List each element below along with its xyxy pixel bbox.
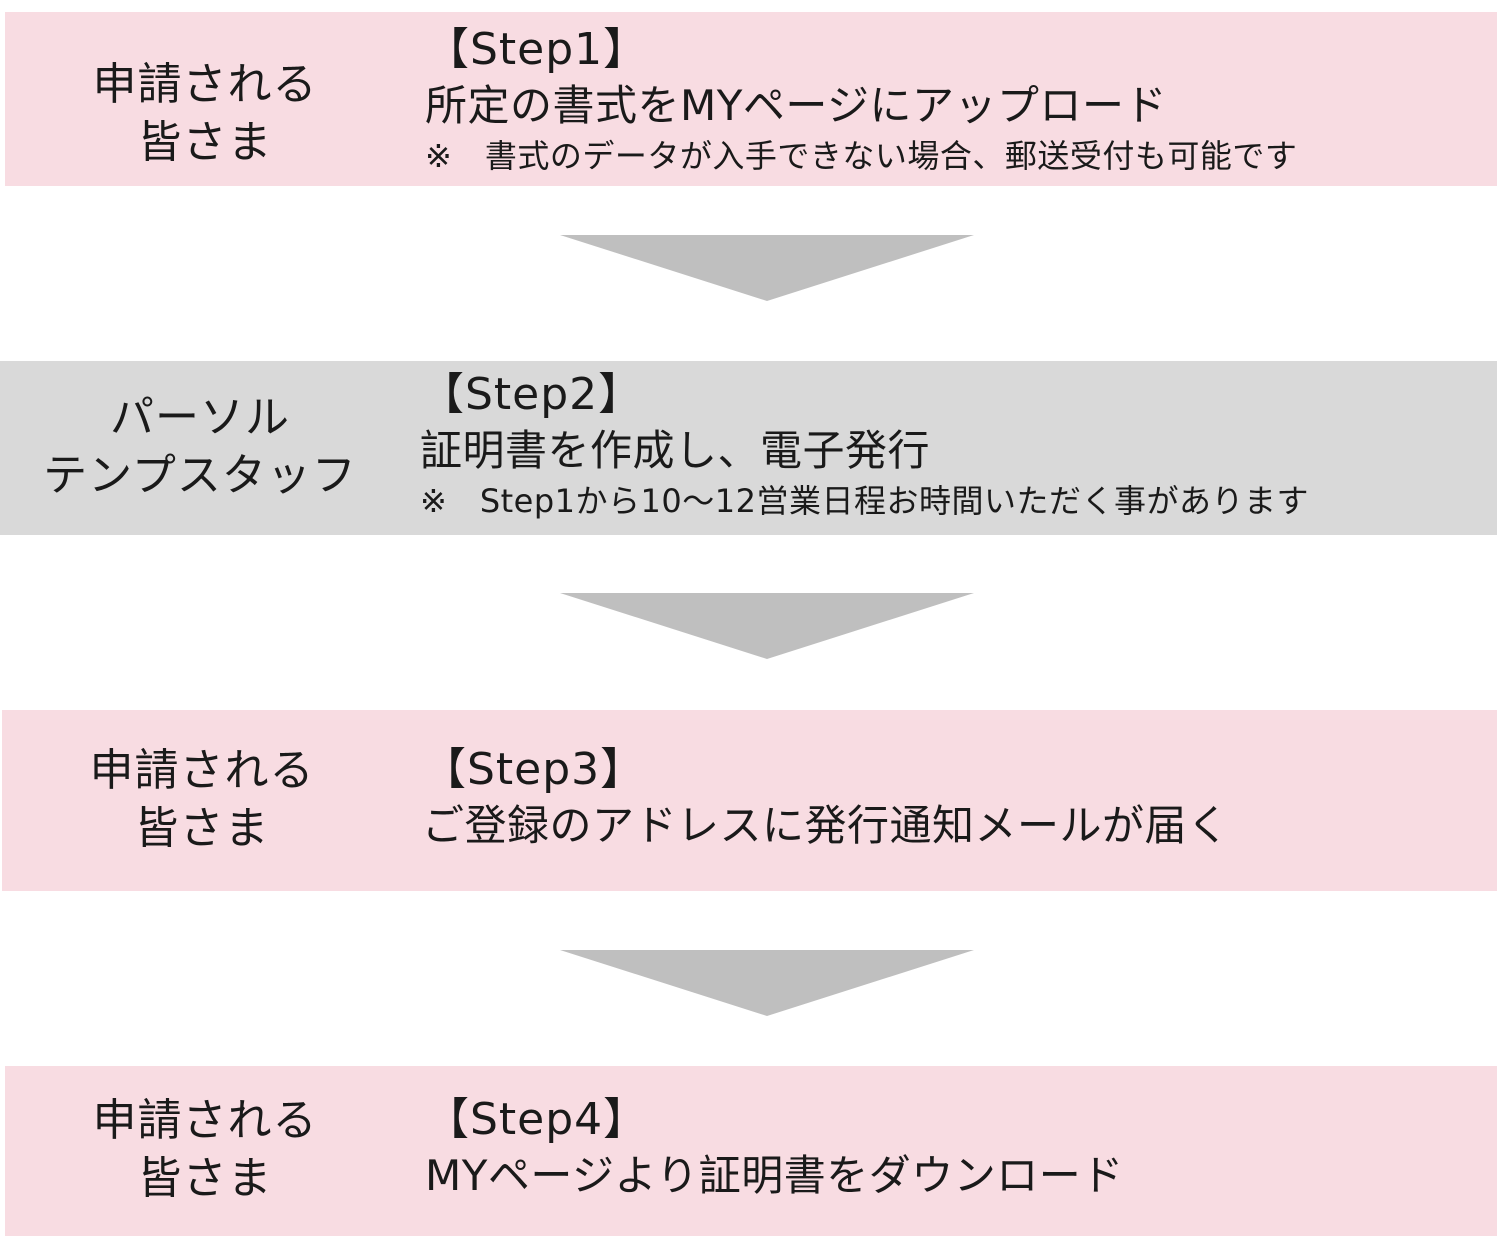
step-1-actor-line-2: 皆さま: [137, 117, 273, 168]
step-1-note: ※ 書式のデータが入手できない場合、郵送受付も可能です: [425, 137, 1298, 175]
step-1-actor: 申請される 皆さま: [5, 56, 405, 172]
step-4-actor-line-2: 皆さま: [137, 1153, 273, 1204]
step-1-label: 【Step1】: [425, 24, 649, 75]
down-arrow-icon: [560, 235, 974, 301]
step-2-actor: パーソル テンプスタッフ: [0, 389, 400, 505]
step-2-content: 【Step2】 証明書を作成し、電子発行 ※ Step1から10～12営業日程お…: [420, 367, 1309, 523]
step-4-actor: 申請される 皆さま: [5, 1092, 405, 1208]
step-2-actor-line-2: テンプスタッフ: [43, 450, 357, 501]
step-3-content: 【Step3】 ご登録のアドレスに発行通知メールが届く: [422, 742, 1230, 854]
step-2-label: 【Step2】: [420, 369, 644, 420]
step-3-actor-line-1: 申請される: [89, 745, 315, 796]
step-4-actor-line-1: 申請される: [92, 1095, 318, 1146]
step-4-label: 【Step4】: [425, 1094, 649, 1145]
down-arrow-icon: [560, 950, 974, 1016]
step-4-content: 【Step4】 MYページより証明書をダウンロード: [425, 1092, 1124, 1204]
step-4-box: 申請される 皆さま 【Step4】 MYページより証明書をダウンロード: [5, 1066, 1497, 1236]
step-1-box: 申請される 皆さま 【Step1】 所定の書式をMYページにアップロード ※ 書…: [5, 12, 1497, 186]
step-4-description: MYページより証明書をダウンロード: [425, 1151, 1124, 1200]
step-3-description: ご登録のアドレスに発行通知メールが届く: [422, 801, 1230, 850]
step-1-content: 【Step1】 所定の書式をMYページにアップロード ※ 書式のデータが入手でき…: [425, 22, 1297, 178]
step-3-actor: 申請される 皆さま: [2, 742, 402, 858]
step-3-actor-line-2: 皆さま: [134, 803, 270, 854]
down-arrow-icon: [560, 593, 974, 659]
step-2-note: ※ Step1から10～12営業日程お時間いただく事があります: [420, 482, 1309, 520]
step-1-actor-line-1: 申請される: [92, 59, 318, 110]
step-2-box: パーソル テンプスタッフ 【Step2】 証明書を作成し、電子発行 ※ Step…: [0, 361, 1497, 535]
step-1-description: 所定の書式をMYページにアップロード: [425, 81, 1168, 130]
step-3-box: 申請される 皆さま 【Step3】 ご登録のアドレスに発行通知メールが届く: [2, 710, 1497, 891]
step-3-label: 【Step3】: [422, 744, 646, 795]
step-2-description: 証明書を作成し、電子発行: [420, 426, 931, 475]
step-2-actor-line-1: パーソル: [110, 392, 290, 443]
